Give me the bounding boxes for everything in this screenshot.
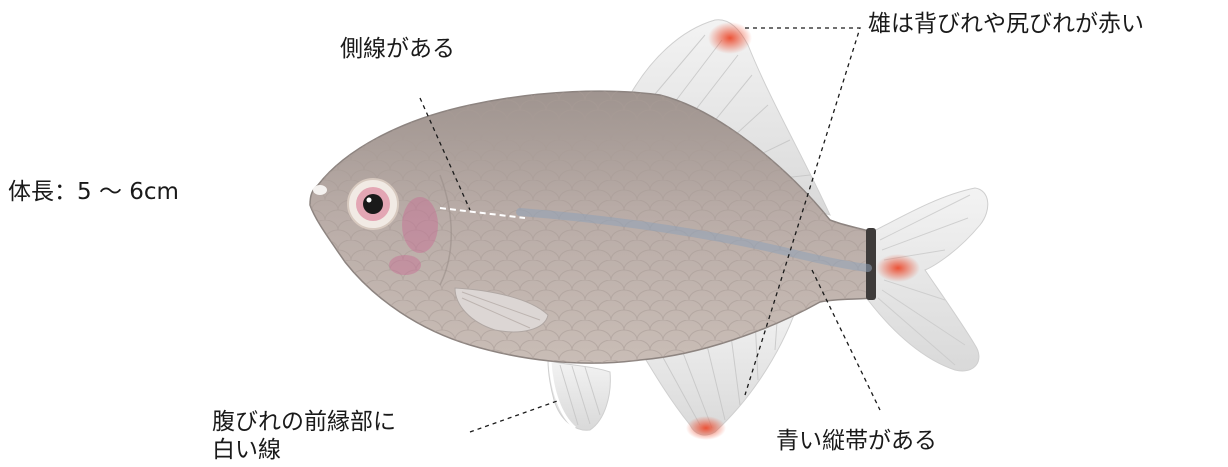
- lateral-line-label: 側線がある: [340, 35, 455, 63]
- leader-pelvic-fin: [470, 400, 560, 432]
- caudal-fin: [868, 188, 988, 371]
- eye: [348, 179, 398, 229]
- pelvic-fin-label-line1: 腹びれの前縁部に: [212, 408, 396, 436]
- body-length-label: 体長：5 ～ 6cm: [8, 178, 179, 206]
- male-fins-label: 雄は背びれや尻びれが赤い: [868, 10, 1144, 38]
- pelvic-fin-label-line2: 白い線: [212, 436, 281, 464]
- pelvic-fin: [548, 360, 610, 430]
- blue-stripe-label: 青い縦帯がある: [776, 427, 937, 455]
